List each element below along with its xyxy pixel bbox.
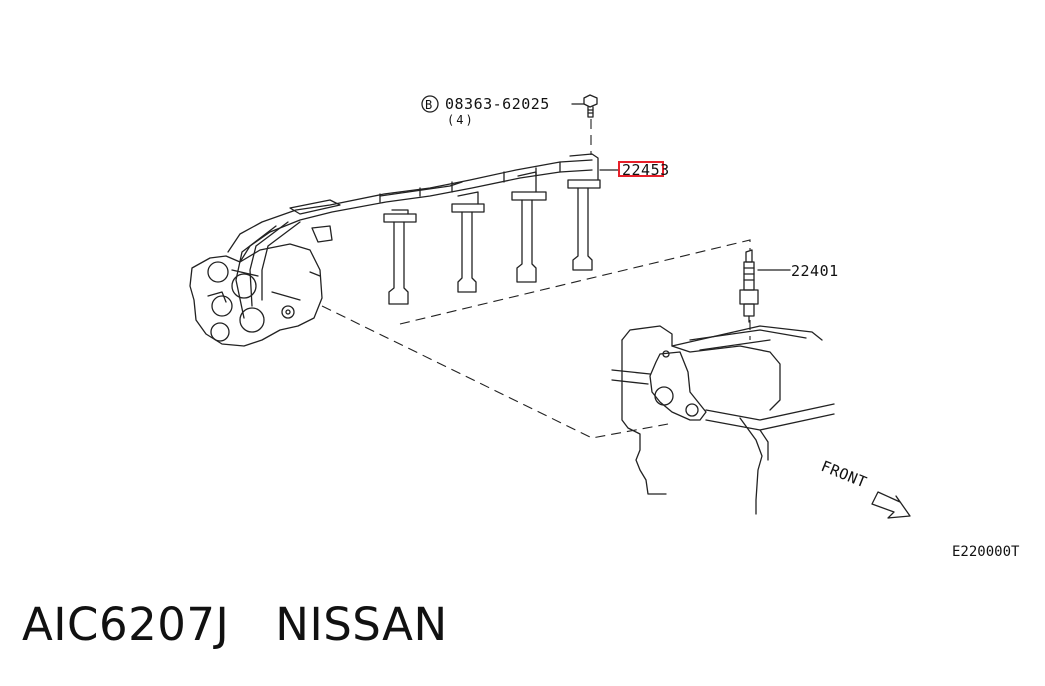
spark-plug-icon: [739, 249, 791, 323]
bolt-callout: B 08363-62025 (4): [421, 95, 585, 127]
bolt-quantity: (4): [447, 113, 475, 127]
wire-set-part-number[interactable]: 22453: [622, 161, 670, 179]
front-label: FRONT: [819, 457, 870, 492]
footer-brand: NISSAN: [275, 598, 448, 651]
distributor: [189, 243, 323, 347]
wire-set-highlight: [618, 161, 664, 177]
spark-plug-wire-set: [227, 153, 619, 319]
front-arrow-icon: [871, 491, 911, 519]
bolt-marker: B: [425, 98, 433, 112]
bolt-icon: [583, 94, 598, 155]
bolt-part-number[interactable]: 08363-62025: [445, 95, 550, 113]
engine-head: [611, 325, 835, 515]
spark-plug-part-number[interactable]: 22401: [791, 262, 839, 280]
diagram-code: E220000T: [952, 544, 1020, 560]
footer-part-number: AIC6207J: [22, 598, 230, 651]
front-direction: FRONT: [819, 457, 911, 519]
footer-caption: AIC6207J NISSAN: [22, 598, 448, 651]
plug-guide-line: [399, 239, 751, 325]
distributor-guide-line: [321, 305, 669, 439]
